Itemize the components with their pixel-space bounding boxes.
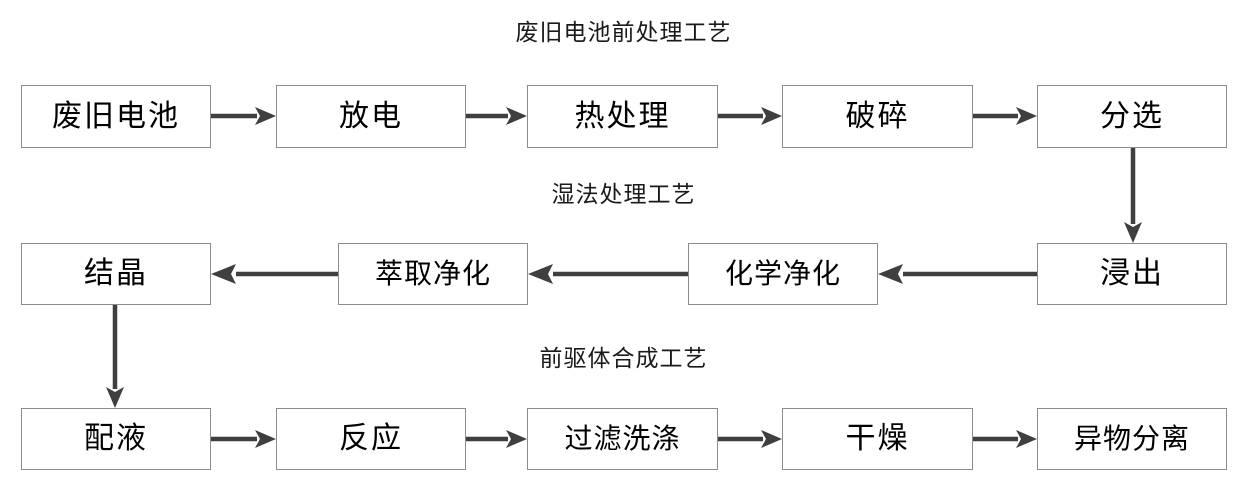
arrow-discharge-to-heat-treatment xyxy=(466,105,527,127)
node-label: 热处理 xyxy=(574,98,671,134)
node-extraction-purification[interactable]: 萃取净化 xyxy=(338,243,528,305)
arrow-drying-to-foreign-matter-separation xyxy=(973,428,1037,450)
node-crushing[interactable]: 破碎 xyxy=(782,85,973,148)
node-filtration-washing[interactable]: 过滤洗涤 xyxy=(527,408,718,470)
arrow-chemical-purification-to-extraction-purification xyxy=(528,263,688,285)
arrow-waste-battery-to-discharge xyxy=(211,105,276,127)
node-crystallization[interactable]: 结晶 xyxy=(21,243,211,305)
node-label: 分选 xyxy=(1100,98,1164,134)
node-label: 萃取净化 xyxy=(374,257,491,290)
arrow-crystallization-to-solution-preparation xyxy=(104,305,126,408)
arrow-solution-preparation-to-reaction xyxy=(211,428,276,450)
node-discharge[interactable]: 放电 xyxy=(276,85,466,148)
arrow-heat-treatment-to-crushing xyxy=(718,105,782,127)
node-label: 反应 xyxy=(339,421,403,456)
stage-title-hydrometallurgy: 湿法处理工艺 xyxy=(551,182,696,208)
node-label: 破碎 xyxy=(845,98,910,134)
arrow-reaction-to-filtration-washing xyxy=(466,428,527,450)
arrow-sorting-to-leaching xyxy=(1122,148,1144,243)
node-solution-preparation[interactable]: 配液 xyxy=(21,408,211,470)
node-heat-treatment[interactable]: 热处理 xyxy=(527,85,718,148)
node-chemical-purification[interactable]: 化学净化 xyxy=(688,243,878,305)
stage-title-precursor-synthesis: 前驱体合成工艺 xyxy=(539,346,708,372)
arrow-leaching-to-chemical-purification xyxy=(878,263,1037,285)
arrow-extraction-purification-to-crystallization xyxy=(211,263,338,285)
node-waste-battery[interactable]: 废旧电池 xyxy=(21,85,211,148)
node-label: 废旧电池 xyxy=(52,98,180,134)
node-leaching[interactable]: 浸出 xyxy=(1037,243,1227,305)
node-drying[interactable]: 干燥 xyxy=(782,408,973,470)
node-reaction[interactable]: 反应 xyxy=(276,408,466,470)
arrow-filtration-washing-to-drying xyxy=(718,428,782,450)
node-foreign-matter-separation[interactable]: 异物分离 xyxy=(1037,408,1227,470)
node-label: 化学净化 xyxy=(724,257,841,290)
node-label: 结晶 xyxy=(84,256,148,291)
node-label: 配液 xyxy=(84,421,148,456)
node-label: 浸出 xyxy=(1100,256,1164,291)
node-label: 异物分离 xyxy=(1073,422,1190,455)
node-label: 放电 xyxy=(339,98,403,134)
node-label: 干燥 xyxy=(845,421,910,456)
node-label: 过滤洗涤 xyxy=(564,422,681,455)
arrow-crushing-to-sorting xyxy=(973,105,1037,127)
node-sorting[interactable]: 分选 xyxy=(1037,85,1227,148)
stage-title-pretreatment: 废旧电池前处理工艺 xyxy=(515,20,732,46)
